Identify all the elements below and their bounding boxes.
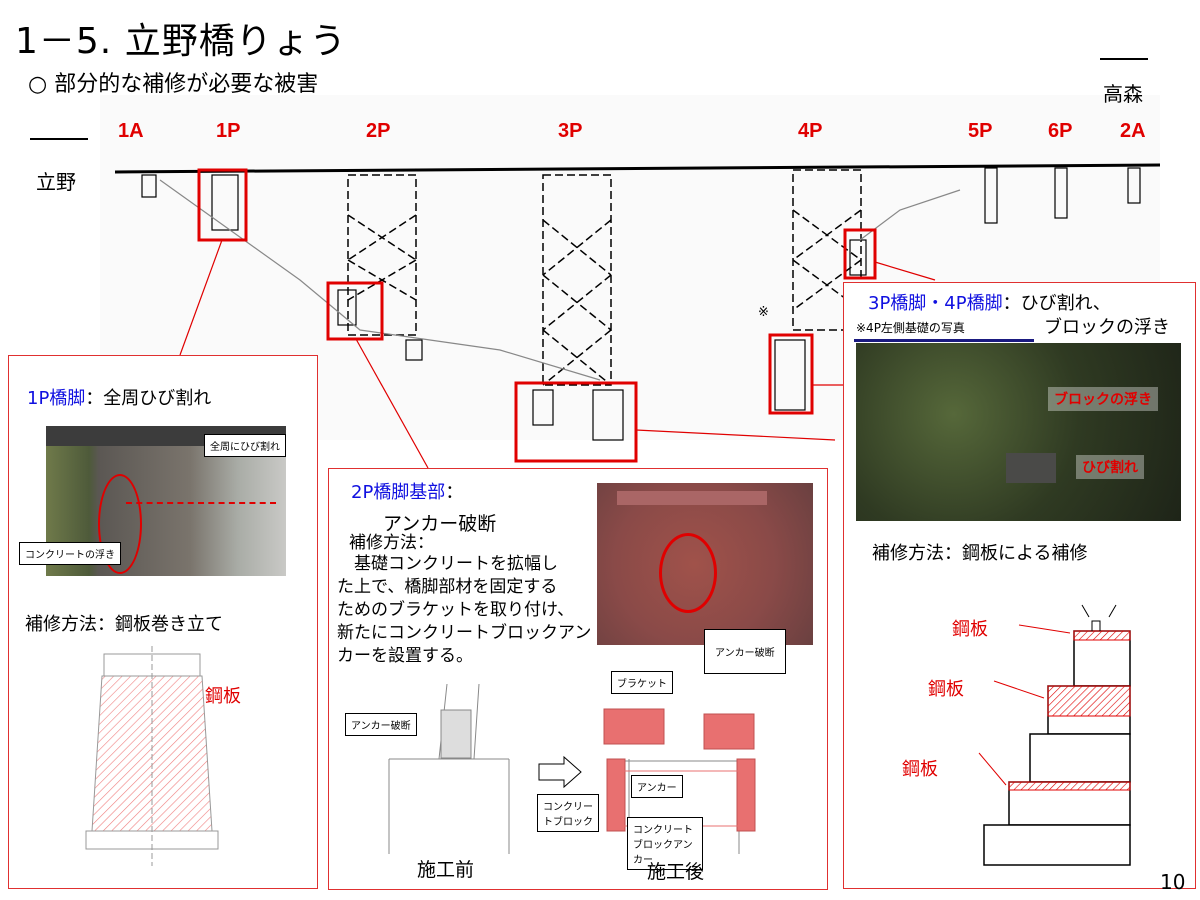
steel-plate-diagram xyxy=(978,604,1131,866)
photo-2P-anchor xyxy=(597,483,813,645)
panel-1P: 1P橋脚：全周ひび割れ 全周にひび割れ コンクリートの浮き 補修方法：鋼板巻き立… xyxy=(8,355,318,889)
label-after: 施工後 xyxy=(647,861,705,883)
callout-anchor: アンカー xyxy=(631,775,683,798)
callout-anchor-break-photo: アンカー破断 xyxy=(704,629,786,674)
panel-heading: 3P橋脚・4P橋脚：ひび割れ、 xyxy=(868,293,1111,314)
photo-label-crack: ひび割れ xyxy=(1076,455,1144,479)
repair-method: 補修方法：鋼板巻き立て xyxy=(25,614,223,635)
panel-heading: 2P橋脚基部： xyxy=(351,482,464,503)
direction-tateno: 立野 xyxy=(36,170,76,194)
label-1P: 1P xyxy=(216,120,241,142)
page-number: 10 xyxy=(1160,870,1186,894)
method-label: 補修方法： xyxy=(349,533,434,553)
callout-bracket: ブラケット xyxy=(611,671,673,694)
anchor-repair-diagram xyxy=(388,683,756,854)
callout-block-anchor: コンクリートブロックアンカー xyxy=(627,817,703,870)
photo-note: ※4P左側基礎の写真 xyxy=(856,321,965,335)
subtitle: ○ 部分的な補修が必要な被害 xyxy=(28,72,319,97)
panel-heading-line2: ブロックの浮き xyxy=(1044,317,1170,338)
steel-plate-label-bottom: 鋼板 xyxy=(902,759,938,780)
callout-concrete-lift: コンクリートの浮き xyxy=(19,542,121,565)
label-before: 施工前 xyxy=(417,859,475,881)
steel-plate-label-top: 鋼板 xyxy=(952,619,988,640)
direction-takamori: 高森 xyxy=(1103,82,1143,106)
arrow-right-icon xyxy=(1100,58,1148,60)
note-mark: ※ xyxy=(758,305,769,320)
label-4P: 4P xyxy=(798,120,823,142)
callout-full-crack: 全周にひび割れ xyxy=(204,434,286,457)
label-5P: 5P xyxy=(968,120,993,142)
label-1A: 1A xyxy=(118,120,144,142)
panel-2P: 2P橋脚基部： アンカー破断 補修方法： 基礎コンクリートを拡幅し た上で、橋脚… xyxy=(328,468,828,890)
photo-4P-foundation xyxy=(856,343,1181,521)
arrow-left-icon xyxy=(30,138,88,140)
label-2P: 2P xyxy=(366,120,391,142)
damage-type: アンカー破断 xyxy=(383,513,497,535)
callout-concrete-block: コンクリートブロック xyxy=(537,794,599,832)
steel-plate-label: 鋼板 xyxy=(205,686,241,707)
page-title: 1－5. 立野橋りょう xyxy=(15,21,347,62)
steel-wrap-diagram xyxy=(85,646,219,866)
divider xyxy=(854,339,1034,342)
label-2A: 2A xyxy=(1120,120,1146,142)
photo-label-block-lift: ブロックの浮き xyxy=(1048,387,1158,411)
label-6P: 6P xyxy=(1048,120,1073,142)
panel-3P-4P: 3P橋脚・4P橋脚：ひび割れ、 ブロックの浮き ※4P左側基礎の写真 ブロックの… xyxy=(843,282,1196,889)
method-text: 基礎コンクリートを拡幅し た上で、橋脚部材を固定する ためのブラケットを取り付け… xyxy=(337,554,592,666)
steel-plate-label-middle: 鋼板 xyxy=(928,679,964,700)
panel-heading: 1P橋脚：全周ひび割れ xyxy=(27,388,212,409)
label-3P: 3P xyxy=(558,120,583,142)
callout-anchor-break: アンカー破断 xyxy=(345,713,417,736)
repair-method: 補修方法：鋼板による補修 xyxy=(872,543,1088,564)
